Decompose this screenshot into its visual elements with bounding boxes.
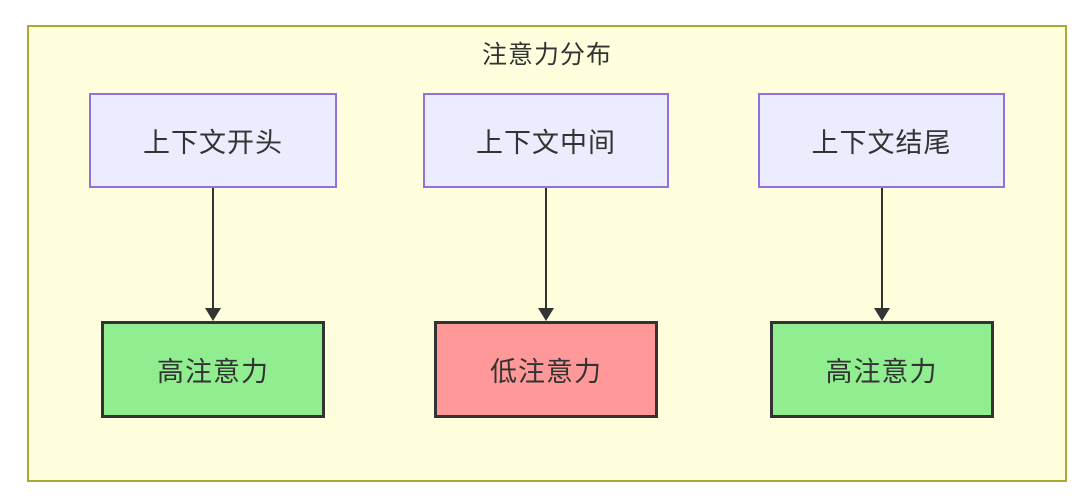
node-context-middle: 上下文中间 (423, 93, 669, 188)
diagram-title: 注意力分布 (481, 40, 612, 69)
arrow-head-icon (873, 308, 890, 321)
node-context-start-label: 上下文开头 (143, 128, 283, 159)
arrow-head-icon (538, 308, 554, 321)
arrow-head-icon (205, 308, 221, 321)
node-low-attention: 低注意力 (434, 321, 658, 418)
node-context-end: 上下文结尾 (758, 93, 1005, 188)
node-high-attention-2: 高注意力 (769, 321, 994, 418)
node-context-middle-label: 上下文中间 (476, 128, 616, 159)
node-high-attention-1: 高注意力 (101, 321, 325, 418)
flow-column-context-end: 上下文结尾 高注意力 (758, 93, 1005, 423)
node-context-end-label: 上下文结尾 (811, 128, 952, 159)
flow-column-context-middle: 上下文中间 低注意力 (423, 93, 669, 423)
arrow-line-1 (212, 188, 214, 309)
flow-column-context-start: 上下文开头 高注意力 (89, 93, 337, 423)
node-low-attention-label: 低注意力 (490, 357, 602, 388)
attention-distribution-container: 注意力分布 上下文开头 高注意力 上下文中间 低注意力 (27, 25, 1067, 482)
arrow-line-2 (545, 188, 547, 309)
node-high-attention-1-label: 高注意力 (157, 357, 269, 388)
node-context-start: 上下文开头 (89, 93, 337, 188)
node-high-attention-2-label: 高注意力 (825, 357, 938, 388)
arrow-line-3 (880, 188, 883, 309)
